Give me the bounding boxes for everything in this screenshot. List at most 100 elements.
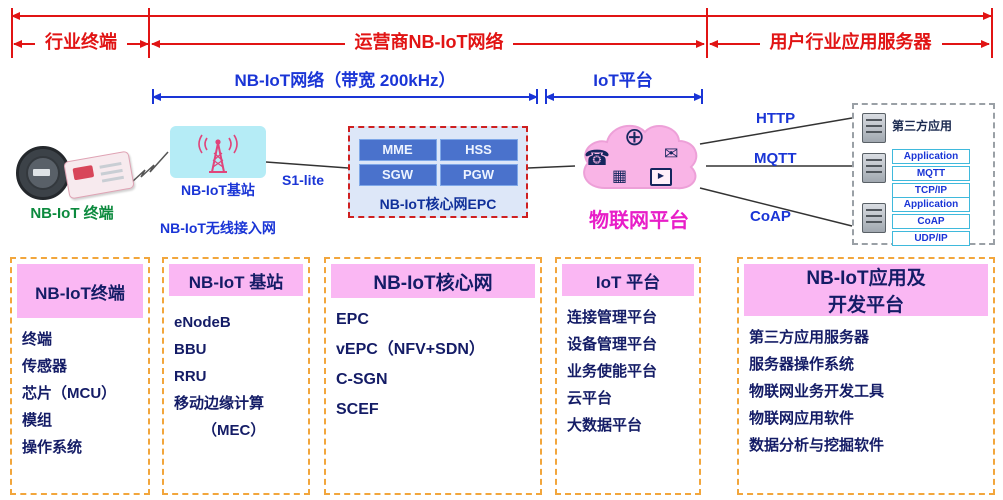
column-title: NB-IoT终端: [17, 264, 143, 318]
list-item: 终端: [22, 331, 53, 348]
epc-label: NB-IoT核心网EPC: [379, 196, 497, 212]
column-nbiot-core-network: NB-IoT核心网 EPC vEPC（NFV+SDN） C-SGN SCEF: [324, 257, 542, 495]
column-nbiot-terminal: NB-IoT终端 终端 传感器 芯片（MCU） 模组 操作系统: [10, 257, 150, 495]
stack-layer: TCP/IP: [892, 183, 970, 198]
top-span-arrow: [11, 12, 992, 20]
column-item-list: eNodeB BBU RRU 移动边缘计算 （MEC）: [169, 314, 303, 440]
column-title: IoT 平台: [562, 264, 694, 296]
smart-meter-icon: [16, 146, 70, 200]
list-item: BBU: [174, 341, 207, 358]
mail-icon: ✉: [664, 144, 679, 163]
section-divider: [148, 8, 150, 58]
protocol-mqtt-label: MQTT: [754, 150, 797, 167]
s1-lite-interface-label: S1-lite: [282, 172, 325, 188]
list-item: 云平台: [567, 390, 613, 407]
list-item: 业务使能平台: [567, 363, 658, 380]
protocol-stack-mqtt: Application MQTT TCP/IP: [892, 149, 970, 200]
column-title-line: NB-IoT应用及: [806, 268, 926, 289]
list-item: 物联网业务开发工具: [749, 383, 885, 400]
list-item: 模组: [22, 412, 53, 429]
protocol-coap-label: CoAP: [750, 208, 791, 225]
column-item-list: 终端 传感器 芯片（MCU） 模组 操作系统: [17, 331, 143, 457]
list-item: 大数据平台: [567, 417, 643, 434]
globe-icon: ⊕: [624, 123, 645, 151]
list-item: eNodeB: [174, 314, 231, 331]
column-iot-platform: IoT 平台 连接管理平台 设备管理平台 业务使能平台 云平台 大数据平台: [555, 257, 701, 495]
base-station-tower-icon: [198, 134, 238, 173]
list-item: 传感器: [22, 358, 68, 375]
list-item: 连接管理平台: [567, 309, 658, 326]
epc-node-grid: MME HSS SGW PGW: [358, 139, 518, 186]
protocol-stack-coap: Application CoAP UDP/IP: [892, 197, 970, 248]
column-item-list: EPC vEPC（NFV+SDN） C-SGN SCEF: [331, 311, 535, 419]
section-title-operator-network: 运营商NB-IoT网络: [150, 31, 708, 54]
stack-layer: Application: [892, 197, 970, 212]
list-item: 第三方应用服务器: [749, 329, 870, 346]
epc-node-sgw: SGW: [358, 164, 437, 186]
list-item: C-SGN: [336, 371, 388, 388]
arrow-end-tick: [545, 89, 547, 104]
section-title-terminals: 行业终端: [12, 31, 150, 54]
list-item: 服务器操作系统: [749, 356, 855, 373]
epc-node-hss: HSS: [439, 139, 518, 161]
third-party-app-label: 第三方应用: [892, 119, 953, 133]
third-party-server-panel: 第三方应用 Application MQTT TCP/IP Applicatio…: [852, 103, 995, 248]
list-item: （MEC）: [202, 422, 266, 439]
iot-platform-span-arrow: [545, 93, 703, 101]
base-station-label: NB-IoT基站: [181, 182, 255, 198]
list-item: 移动边缘计算: [174, 395, 265, 412]
column-title: NB-IoT应用及 开发平台: [744, 264, 988, 316]
terminal-to-basestation-zigzag: [131, 151, 169, 183]
column-title: NB-IoT核心网: [331, 264, 535, 298]
list-item: vEPC（NFV+SDN）: [336, 341, 485, 358]
stack-layer: UDP/IP: [892, 231, 970, 246]
terminal-label: NB-IoT 终端: [30, 205, 114, 222]
stack-layer: Application: [892, 149, 970, 164]
base-station-box: [170, 126, 266, 178]
arrow-end-tick: [701, 89, 703, 104]
protocol-http-label: HTTP: [756, 110, 796, 127]
list-item: 数据分析与挖掘软件: [749, 437, 885, 454]
list-item: 操作系统: [22, 439, 83, 456]
epc-node-pgw: PGW: [439, 164, 518, 186]
column-nbiot-basestation: NB-IoT 基站 eNodeB BBU RRU 移动边缘计算 （MEC）: [162, 257, 310, 495]
column-nbiot-application-platform: NB-IoT应用及 开发平台 第三方应用服务器 服务器操作系统 物联网业务开发工…: [737, 257, 995, 495]
chip-logo: [72, 165, 95, 181]
video-icon: ▶: [650, 168, 672, 186]
list-item: SCEF: [336, 401, 379, 418]
stack-layer: CoAP: [892, 214, 970, 229]
section-title-text: 运营商NB-IoT网络: [344, 31, 514, 54]
section-title-text: 行业终端: [35, 31, 127, 54]
column-item-list: 连接管理平台 设备管理平台 业务使能平台 云平台 大数据平台: [562, 309, 694, 435]
section-divider: [11, 8, 13, 58]
section-divider: [706, 8, 708, 58]
arrow-end-tick: [152, 89, 154, 104]
column-item-list: 第三方应用服务器 服务器操作系统 物联网业务开发工具 物联网应用软件 数据分析与…: [744, 329, 988, 455]
list-item: 设备管理平台: [567, 336, 658, 353]
nbiot-chip-icon: [63, 150, 135, 200]
basestation-to-epc-line: [265, 161, 349, 169]
arrow-end-tick: [536, 89, 538, 104]
iot-platform-span-label: IoT平台: [593, 71, 653, 90]
section-title-text: 用户行业应用服务器: [759, 31, 942, 54]
list-item: 芯片（MCU）: [22, 385, 117, 402]
epc-to-cloud-line: [527, 165, 576, 169]
nbiot-network-bandwidth-label: NB-IoT网络（带宽 200kHz）: [234, 71, 456, 90]
section-divider: [991, 8, 993, 58]
chip-traces: [99, 161, 122, 169]
radio-access-network-label: NB-IoT无线接入网: [160, 220, 276, 236]
server-icon: [862, 153, 886, 183]
server-icon: [862, 113, 886, 143]
section-title-application-servers: 用户行业应用服务器: [708, 31, 993, 54]
iot-platform-cloud: ☎ ⊕ ✉ ▦ ▶: [572, 116, 706, 204]
nbiot-network-span-arrow: [152, 93, 538, 101]
list-item: EPC: [336, 311, 369, 328]
list-item: RRU: [174, 368, 207, 385]
stack-layer: MQTT: [892, 166, 970, 181]
epc-core-network-box: MME HSS SGW PGW NB-IoT核心网EPC: [348, 126, 528, 218]
list-item: 物联网应用软件: [749, 410, 855, 427]
server-icon: [862, 203, 886, 233]
grid-icon: ▦: [612, 168, 628, 185]
iot-platform-label: 物联网平台: [589, 210, 689, 232]
